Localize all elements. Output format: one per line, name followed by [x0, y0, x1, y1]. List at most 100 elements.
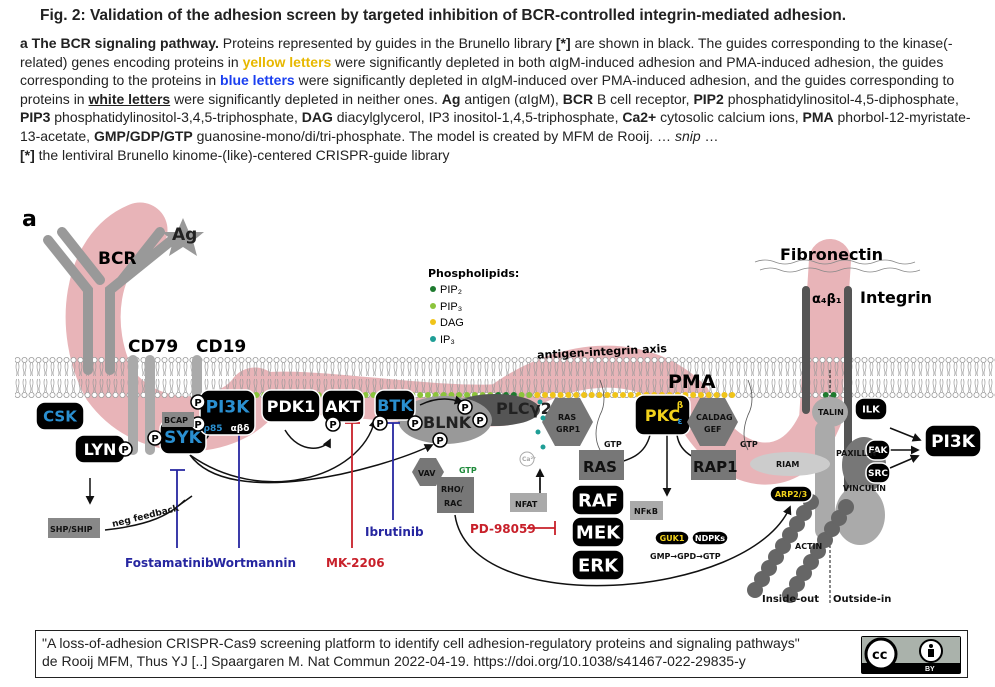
term: PIP2	[693, 90, 724, 107]
lyn-label: LYN	[84, 440, 117, 459]
term: Ca2+	[622, 109, 657, 126]
pdk1-box	[261, 389, 321, 423]
legend-dot-pip2	[430, 286, 436, 292]
ip3-dot	[537, 399, 543, 405]
phospholipid-legend: Phospholipids: PIP₂ PIP₃ DAG IP₃	[428, 267, 519, 346]
caption-text: …	[700, 127, 719, 144]
lipid-dot	[612, 392, 619, 398]
calcium-label: Ca²⁺	[522, 456, 536, 463]
lipid-dot	[690, 392, 697, 398]
mek-box	[571, 516, 625, 548]
actin-filament	[747, 494, 854, 603]
shp-ship-label: SHP/SHIP	[50, 525, 93, 534]
legend-pip2: PIP₂	[440, 284, 462, 296]
lipid-dot	[573, 392, 580, 398]
beta-label: β	[677, 401, 684, 411]
antigen-label: Ag	[172, 225, 197, 245]
caldag-gef-hex	[687, 398, 738, 446]
vav-label: VAV	[418, 469, 436, 478]
lipid-dot	[526, 392, 533, 398]
erk-label: ERK	[578, 555, 619, 576]
term: DAG	[301, 109, 333, 126]
caption-text: antigen (αIgM),	[460, 90, 563, 107]
csk-label: CSK	[43, 407, 78, 425]
caption-text: phorbol-12-myristate-13-acetate,	[20, 109, 971, 144]
lipid-dot	[729, 392, 736, 398]
phospho-label: P	[376, 419, 383, 430]
phospho-badge: P	[117, 441, 133, 457]
caption-text: Proteins represented by guides in the Br…	[218, 35, 556, 51]
lipid-dot	[534, 392, 541, 398]
rasgrp1-hex	[542, 398, 593, 446]
talin-rod	[815, 420, 835, 540]
caption-text: were significantly depleted in αIgM-indu…	[20, 72, 955, 107]
nfat-label: NFAT	[515, 500, 538, 509]
caption-text: phosphatidylinositol-3,4,5-triphosphate,	[50, 109, 302, 126]
pma-label: PMA	[668, 371, 716, 393]
rap1-label: RAP1	[693, 458, 738, 476]
phospho-label: P	[436, 436, 443, 447]
legend-dag: DAG	[440, 317, 464, 329]
lipid-dot	[713, 392, 720, 398]
lipid-dot	[425, 392, 431, 398]
phospho-badge: P	[325, 416, 341, 432]
fibronectin	[754, 259, 921, 273]
caption-text: B cell receptor,	[593, 90, 694, 107]
rap1-box	[691, 450, 736, 480]
lipid-dot	[596, 392, 603, 398]
snip: snip	[674, 127, 701, 144]
pi3k-right-box	[924, 424, 982, 458]
raf-node: RAF	[571, 484, 625, 516]
phospho-label: P	[476, 416, 483, 427]
vav-hex	[412, 458, 444, 486]
lipid-dot	[542, 392, 548, 398]
lipid-dot	[464, 392, 470, 398]
akt-box	[321, 389, 365, 423]
outside-in-label: Outside-in	[833, 594, 891, 605]
mek-node: MEK	[571, 516, 625, 548]
fibronectin-label: Fibronectin	[780, 245, 883, 264]
caption-text: diacylglycerol, IP3 inositol-1,4,5-triph…	[332, 109, 623, 126]
phospho-label: P	[151, 434, 158, 445]
pd98059-label: PD-98059	[470, 522, 536, 536]
eps-label: ε	[677, 417, 682, 427]
term: Ag	[441, 90, 461, 107]
fak-label: FAK	[868, 446, 888, 456]
ip3-dots	[519, 399, 546, 467]
vinculin-label: VINCULIN	[843, 484, 886, 493]
bcap-box	[162, 412, 194, 427]
pi3k-right-label: PI3K	[931, 432, 976, 452]
pkc-label: PKC	[645, 406, 680, 425]
paxillin-label: PAXILLIN	[836, 449, 876, 458]
a4b1-label: α₄β₁	[812, 292, 842, 307]
phospho-badge: P	[147, 430, 163, 446]
caption-text: phosphatidylinositol-4,5-diphosphate,	[723, 90, 959, 107]
legend-dot-pip3	[430, 303, 436, 309]
phospho-label: P	[411, 419, 418, 430]
p85-label: p85	[204, 424, 223, 434]
phospho-badge: P	[457, 399, 473, 415]
yellow-letters: yellow letters	[242, 53, 332, 70]
raf-label: RAF	[578, 490, 618, 511]
plcg2-label: PLCγ2	[496, 399, 552, 418]
legend-title: Phospholipids:	[428, 267, 519, 280]
phospho-badge: P	[407, 415, 423, 431]
talin	[812, 397, 848, 427]
figure-title: Fig. 2: Validation of the adhesion scree…	[40, 7, 847, 24]
svg-text:cc: cc	[872, 648, 887, 663]
arp-node: ARP2/3	[769, 485, 813, 503]
caption-text: were significantly depleted in neither o…	[170, 90, 442, 107]
phospho-badge: P	[190, 416, 206, 432]
csk-node: CSK	[35, 401, 85, 431]
actin-bead	[838, 499, 854, 515]
lipid-dot	[627, 392, 634, 398]
tethers	[595, 379, 753, 451]
term: BCR	[562, 90, 594, 107]
phospho-badge: P	[472, 412, 488, 428]
erk-box	[571, 549, 625, 581]
arp-box	[769, 485, 813, 503]
akt-label: AKT	[325, 397, 361, 416]
fak-box	[865, 439, 891, 461]
caption-text: guanosine-mono/di/tri-phosphate. The mod…	[192, 127, 675, 144]
